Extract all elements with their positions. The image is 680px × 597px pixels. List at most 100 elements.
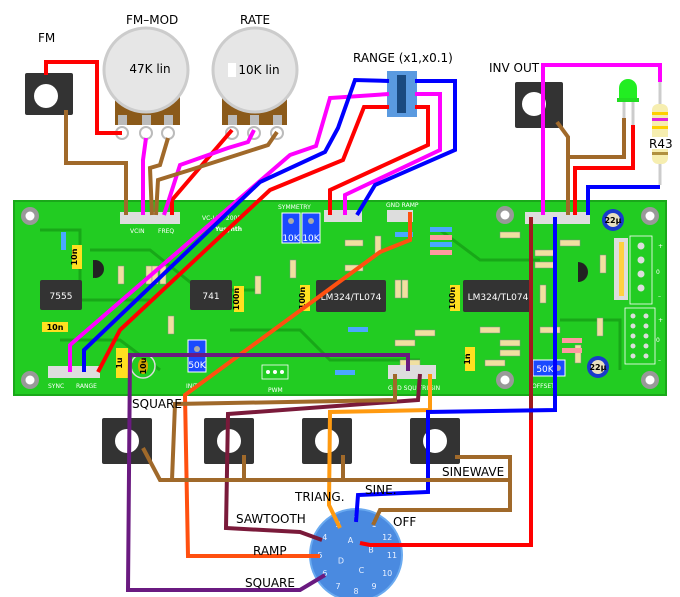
cap-100n-2: 100n — [298, 285, 310, 311]
svg-text:100n: 100n — [298, 287, 307, 310]
blue-resistors-diodes — [61, 227, 582, 375]
ic-7555-label: 7555 — [50, 292, 73, 302]
init-label: INIT — [186, 383, 198, 390]
label-inv-out: INV OUT — [489, 61, 540, 75]
header-inv-out — [525, 212, 590, 224]
header-pwm: PWM — [261, 364, 289, 394]
mounting-holes — [21, 206, 659, 389]
svg-text:10n: 10n — [47, 323, 64, 332]
switch-position-label: 10 — [382, 569, 392, 578]
ic-lm324-1-label: LM324/TL074 — [321, 293, 382, 303]
svg-text:10K: 10K — [282, 234, 300, 244]
ic-741: 741 — [190, 280, 232, 310]
svg-text:50K: 50K — [188, 361, 206, 371]
switch-pole-label: D — [338, 556, 344, 565]
cap-c5: 10n — [42, 322, 68, 332]
label-sine: SINE. — [365, 483, 397, 497]
label-triang: TRIANG. — [294, 490, 345, 504]
svg-text:GND RAMP: GND RAMP — [386, 202, 419, 209]
label-square-top: SQUARE — [132, 397, 182, 411]
ic-lm324-1: LM324/TL074 — [316, 280, 386, 312]
switch-position-label: 9 — [371, 582, 376, 591]
svg-text:–: – — [658, 357, 661, 364]
switch-pole-label: C — [359, 566, 365, 575]
label-sawtooth: SAWTOOTH — [236, 512, 306, 526]
jack-square[interactable] — [102, 418, 152, 464]
wire-blue-range-top — [355, 79, 457, 217]
svg-text:SYNC: SYNC — [48, 383, 64, 390]
switch-position-label: 6 — [322, 569, 327, 578]
wire-red-common — [359, 420, 533, 547]
wire-red-fm — [44, 60, 122, 135]
svg-text:PWM: PWM — [268, 387, 283, 394]
jack-triangle[interactable] — [302, 418, 352, 464]
header-sync-range: SYNC RANGE — [48, 366, 100, 390]
symmetry-label: SYMMETRY — [278, 204, 311, 211]
ic-lm324-2-label: LM324/TL074 — [468, 293, 529, 303]
svg-text:0: 0 — [656, 269, 660, 276]
pot-rate-value: 10K lin — [238, 63, 279, 77]
wire-brown-gnd — [170, 374, 397, 481]
label-range: RANGE (x1,x0.1) — [353, 51, 453, 65]
svg-text:+: + — [658, 317, 663, 324]
svg-text:1u: 1u — [115, 357, 124, 369]
svg-text:VCIN: VCIN — [130, 228, 145, 235]
header-outputs: GND SQU TRI SIN — [388, 365, 440, 392]
offset-label: OFFSET — [532, 383, 555, 390]
cap-10u: 10u — [130, 353, 156, 379]
svg-text:RANGE: RANGE — [76, 383, 97, 390]
svg-text:10n: 10n — [70, 248, 79, 265]
range-switch[interactable] — [387, 71, 417, 117]
wire-brown-invout — [555, 120, 570, 215]
svg-text:10u: 10u — [139, 357, 148, 374]
cap-c12: 100n — [448, 285, 460, 311]
jack-sinewave[interactable] — [410, 418, 460, 464]
wire-blue-range — [82, 77, 390, 372]
labels: FM FM–MOD RATE RANGE (x1,x0.1) INV OUT S… — [38, 13, 540, 590]
pot-rate[interactable]: 10K lin — [211, 26, 299, 140]
wire-purple-square — [125, 353, 410, 592]
pot-fm-mod[interactable]: 47K lin — [102, 26, 190, 140]
r43-label: R43 — [649, 137, 673, 151]
svg-text:1n: 1n — [463, 353, 472, 365]
header-range-top — [324, 210, 362, 222]
wire-red-range-top — [328, 105, 430, 215]
switch-position-label: 11 — [387, 551, 397, 560]
switch-position-label: 7 — [335, 582, 340, 591]
pcb-board: 7555 741 LM324/TL074 LM324/TL074 10K 10K — [13, 200, 667, 396]
wire-brown-rate — [154, 130, 279, 216]
wire-orange-ramp — [182, 212, 412, 558]
svg-text:+: + — [658, 243, 663, 250]
svg-text:22µ: 22µ — [604, 216, 621, 225]
wire-maroon-saw — [223, 373, 422, 542]
cap-c2-electrolytic: 22µ — [587, 356, 609, 378]
svg-text:GND SQU TRI SIN: GND SQU TRI SIN — [388, 385, 440, 392]
power-labels: + 0 – + 0 – — [656, 243, 663, 364]
power-connector-grid — [624, 307, 656, 365]
power-connector-vertical — [614, 235, 653, 305]
svg-text:50K: 50K — [536, 365, 554, 375]
label-sinewave: SINEWAVE — [442, 465, 504, 479]
label-fm: FM — [38, 31, 55, 45]
ic-741-label: 741 — [202, 292, 219, 302]
jack-fm[interactable] — [25, 73, 73, 115]
switch-pole-label: B — [368, 546, 374, 555]
wires — [44, 60, 662, 592]
pot-fm-mod-value: 47K lin — [129, 62, 170, 76]
transistor-q1 — [93, 260, 104, 278]
trimmer-symmetry-2[interactable]: 10K — [301, 212, 321, 244]
svg-text:FREQ: FREQ — [158, 228, 174, 235]
trimmer-offset[interactable]: 50K — [532, 359, 566, 377]
label-off: OFF — [393, 515, 416, 529]
jack-inv-out[interactable] — [515, 82, 563, 128]
switch-pole-label: A — [348, 536, 354, 545]
switch-position-label: 4 — [322, 533, 327, 542]
switch-position-label: 12 — [382, 533, 392, 542]
wire-brown-fmmod — [147, 137, 170, 216]
trimmer-symmetry-1[interactable]: 10K — [281, 212, 301, 244]
label-rate: RATE — [240, 13, 270, 27]
wire-magenta-invout — [541, 63, 662, 215]
ic-lm324-2: LM324/TL074 — [463, 280, 533, 312]
